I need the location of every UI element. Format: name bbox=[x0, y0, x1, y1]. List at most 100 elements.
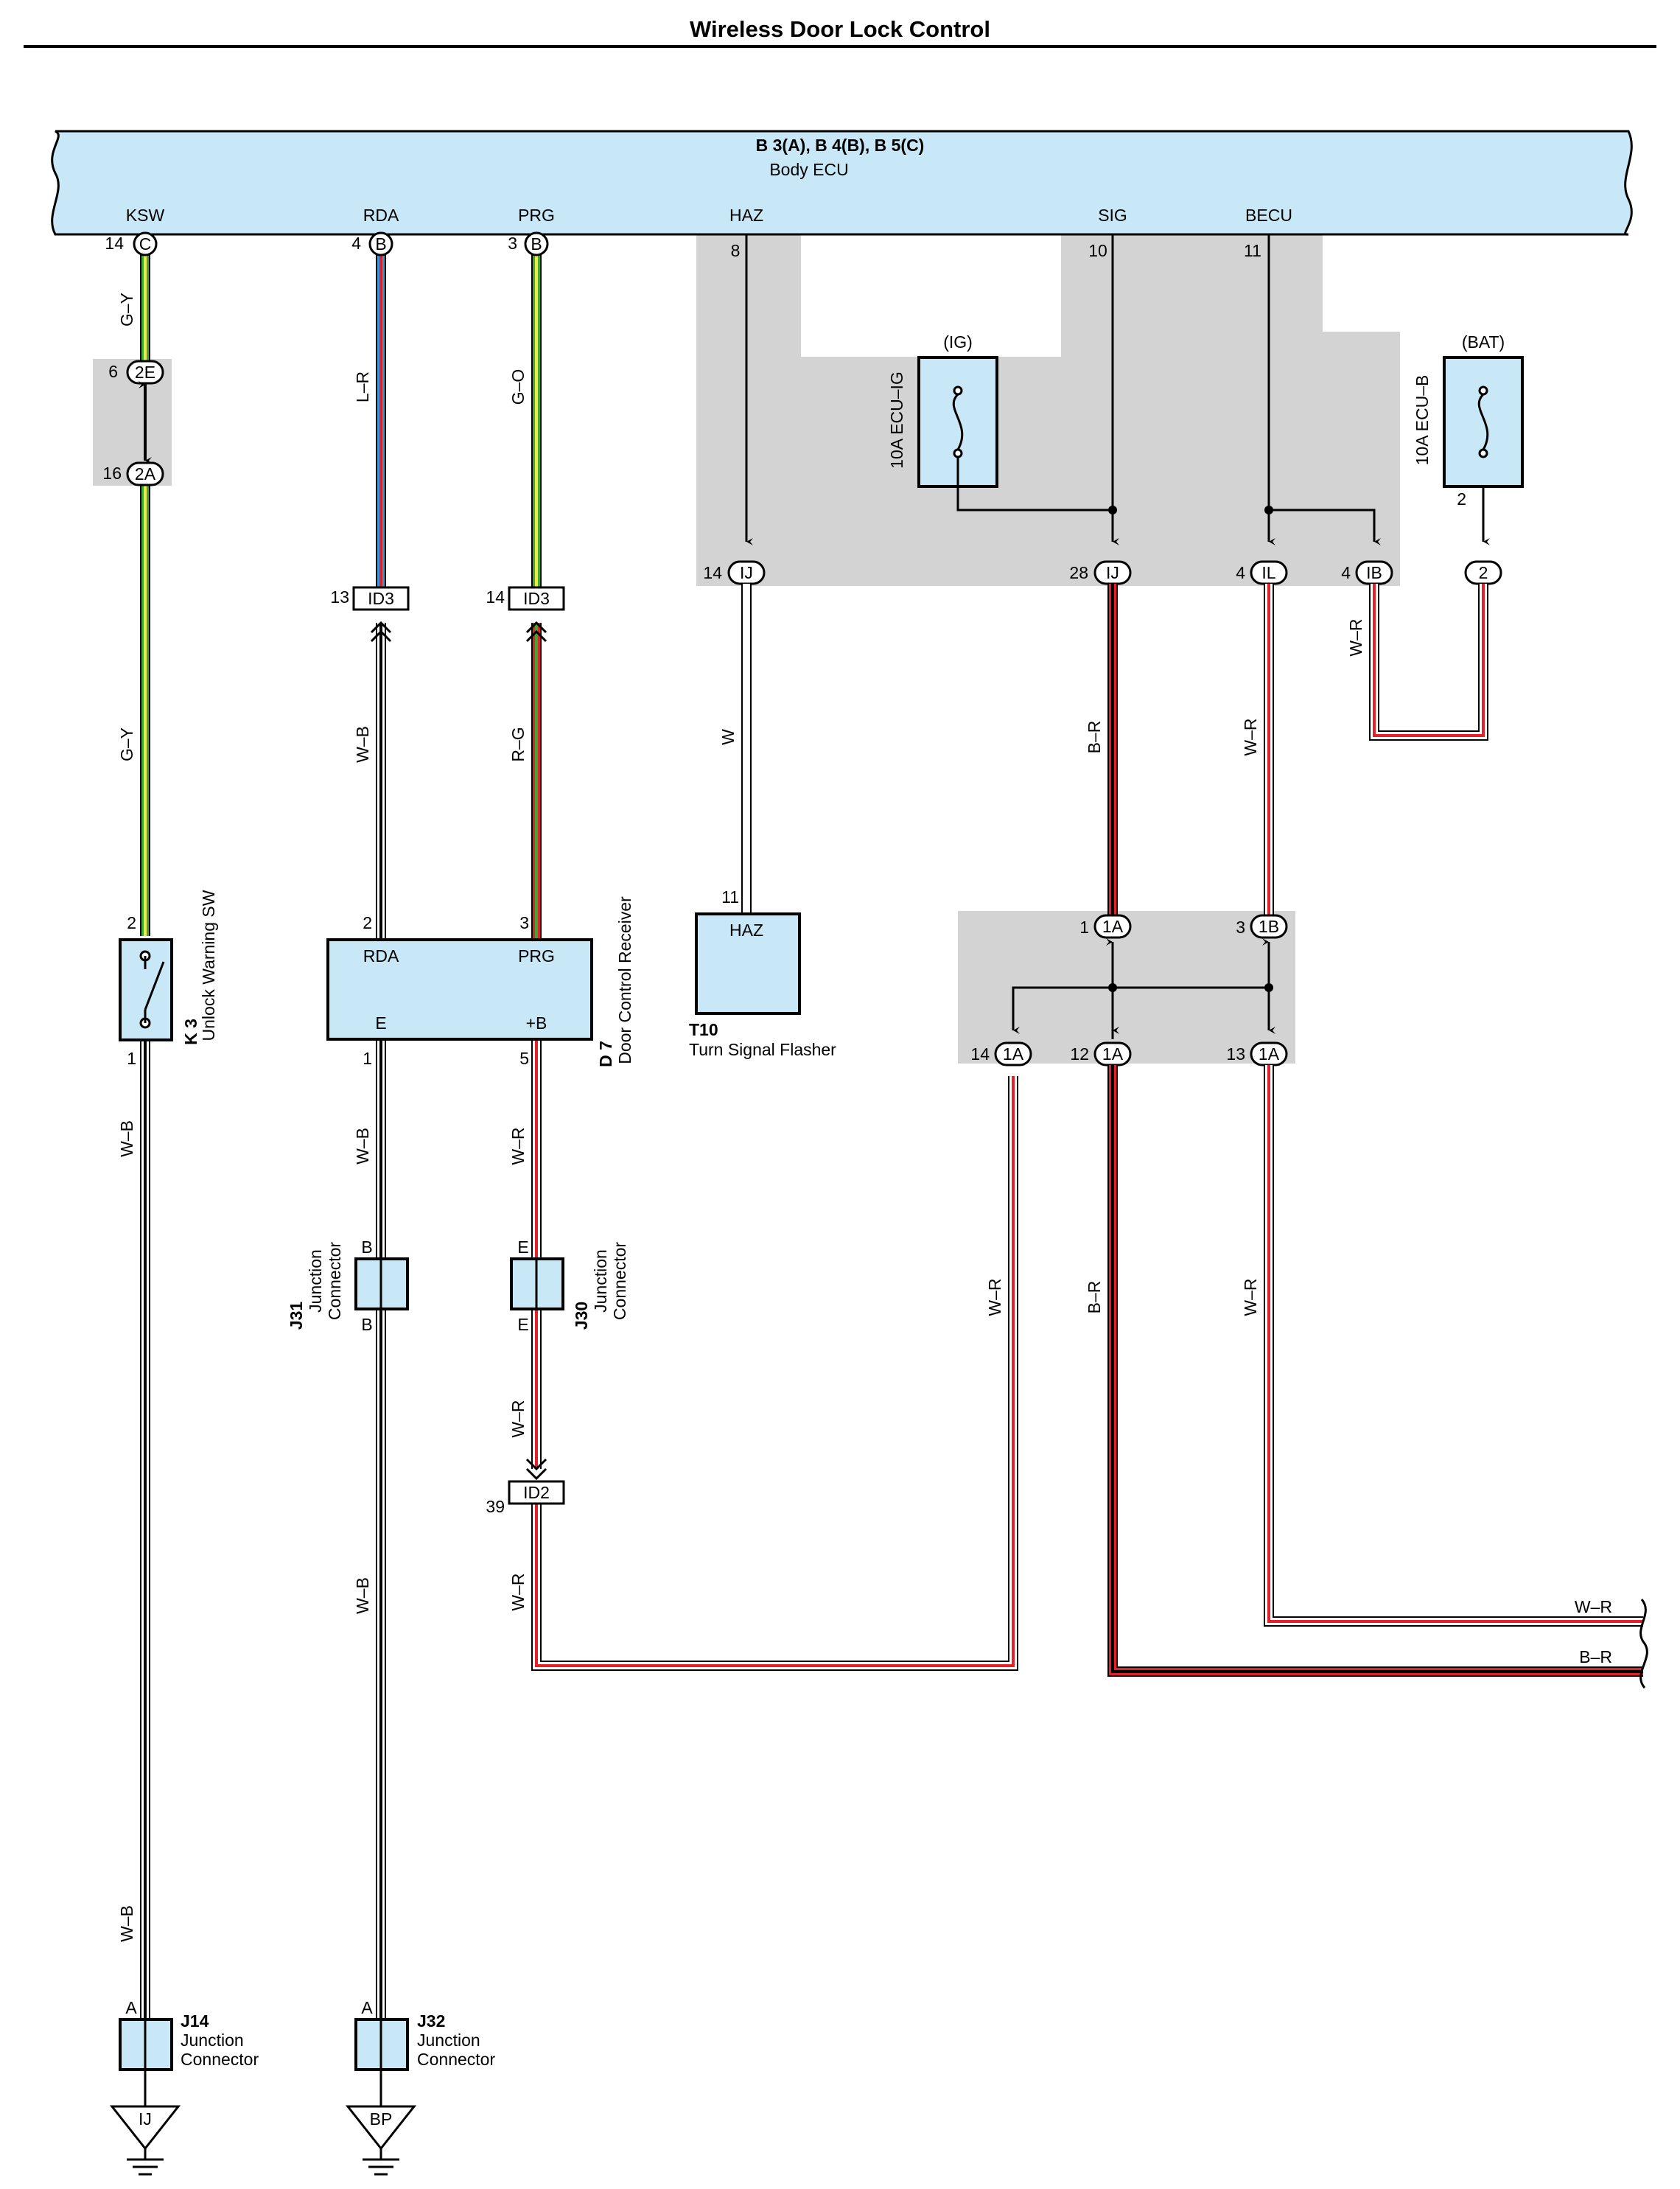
pin-14-ij: 14 bbox=[703, 563, 722, 582]
pin-2-bat: 2 bbox=[1457, 489, 1466, 509]
pin-14-id3: 14 bbox=[486, 587, 505, 607]
wire-label-g-o: G–O bbox=[508, 369, 528, 405]
pin-8: 8 bbox=[731, 241, 741, 260]
j14-name-2: Connector bbox=[181, 2050, 259, 2069]
bat-fuse-name: 10A ECU–B bbox=[1413, 375, 1432, 466]
connector-1a-14 bbox=[994, 1041, 1032, 1066]
wire-label-w-b: W–B bbox=[117, 1120, 136, 1157]
connector-2a-label: 2A bbox=[135, 464, 156, 483]
pin-a-j32: A bbox=[361, 1998, 373, 2017]
ground-bp-symbol bbox=[345, 2105, 417, 2151]
pin-2-d7: 2 bbox=[363, 913, 372, 932]
connector-1a-14-label: 1A bbox=[1003, 1044, 1024, 1064]
k3-id: K 3 bbox=[181, 1019, 200, 1045]
connector-ib-label: IB bbox=[1366, 563, 1382, 582]
bat-fuse-box bbox=[1443, 356, 1524, 488]
terminal-sig: SIG bbox=[1098, 206, 1127, 225]
body-ecu: B 3(A), B 4(B), B 5(C) Body ECU KSW RDA … bbox=[51, 130, 1633, 236]
terminal-becu: BECU bbox=[1245, 206, 1292, 225]
rda-circuit: 4 B L–R 13 ID3 W–B 2 1 W–B B B J31 Junct… bbox=[287, 231, 495, 2176]
pin-6: 6 bbox=[108, 362, 118, 381]
j30-name-1: Junction bbox=[591, 1249, 610, 1313]
connector-2-label: 2 bbox=[1479, 563, 1488, 582]
t10-id: T10 bbox=[689, 1020, 718, 1039]
pin-b-j31-top: B bbox=[361, 1237, 372, 1257]
bat-fuse-label: (BAT) bbox=[1462, 332, 1505, 352]
d7-rda: RDA bbox=[363, 946, 399, 966]
connector-1a-top bbox=[1093, 914, 1132, 939]
pin-10: 10 bbox=[1088, 241, 1107, 260]
j32-name-2: Connector bbox=[417, 2050, 495, 2069]
wire-label-b-r: B–R bbox=[1085, 721, 1104, 754]
wire-label-r-g: R–G bbox=[508, 727, 528, 761]
t10-name: Turn Signal Flasher bbox=[689, 1040, 836, 1059]
pin-4-ib: 4 bbox=[1341, 563, 1351, 582]
wire-label-w-r-14: W–R bbox=[985, 1278, 1004, 1316]
connector-id3-prg-label: ID3 bbox=[523, 589, 550, 608]
wire-label-g-y-2: G–Y bbox=[117, 727, 136, 761]
haz-circuit: 8 14 IJ W 11 HAZ T10 Turn Signal Flasher bbox=[689, 234, 836, 1059]
pin-3-b: 3 bbox=[508, 234, 517, 253]
terminal-rda: RDA bbox=[363, 206, 399, 225]
pin-3-d7: 3 bbox=[519, 913, 529, 932]
j30-name-2: Connector bbox=[610, 1242, 629, 1320]
prg-circuit: 3 B G–O 14 ID3 R–G 3 5 W–R E E J30 Junct… bbox=[486, 231, 1018, 1671]
ksw-circuit: 14 C G–Y 6 2E 16 2A G–Y 2 1 K 3 Unlock W… bbox=[102, 231, 259, 2176]
wire-label-w-b-rda: W–B bbox=[353, 726, 372, 763]
pin-11-becu: 11 bbox=[1244, 241, 1261, 260]
pin-1-d7: 1 bbox=[363, 1049, 372, 1068]
d7-e: E bbox=[375, 1013, 386, 1033]
pin-2-k3: 2 bbox=[127, 913, 136, 932]
connector-1a-12-label: 1A bbox=[1102, 1044, 1124, 1064]
wire-label-w-r-out: W–R bbox=[1575, 1597, 1612, 1616]
d7-plus-b: +B bbox=[526, 1013, 547, 1033]
connector-b-prg-label: B bbox=[531, 234, 542, 254]
d7-door-control-receiver: RDA PRG E +B D 7 Door Control Receiver bbox=[326, 896, 634, 1067]
pin-1-1a: 1 bbox=[1079, 918, 1089, 937]
connector-ij-label: IJ bbox=[740, 563, 753, 582]
connector-2a bbox=[126, 461, 164, 486]
connector-id2 bbox=[508, 1480, 565, 1505]
j14-id: J14 bbox=[181, 2011, 209, 2031]
connector-id3-rda bbox=[352, 586, 410, 611]
wire-label-w-r-13: W–R bbox=[1241, 1278, 1260, 1316]
terminal-ksw: KSW bbox=[126, 206, 165, 225]
ig-fuse-label: (IG) bbox=[943, 332, 973, 352]
pin-12-1a: 12 bbox=[1070, 1044, 1089, 1064]
connector-1b-label: 1B bbox=[1259, 917, 1279, 936]
connector-id3-prg bbox=[508, 586, 565, 611]
wire-label-w-b-rda-3: W–B bbox=[353, 1577, 372, 1614]
connector-b-rda bbox=[368, 231, 393, 256]
ig-fuse-name: 10A ECU–IG bbox=[887, 371, 906, 469]
wire-label-w: W bbox=[718, 729, 738, 745]
connector-il-label: IL bbox=[1261, 563, 1275, 582]
wire-label-g-y: G–Y bbox=[117, 293, 136, 327]
fuse-icon bbox=[952, 393, 964, 450]
body-ecu-box bbox=[51, 130, 1633, 236]
wire-label-w-r-ib: W–R bbox=[1346, 618, 1365, 656]
pin-14-1a: 14 bbox=[970, 1044, 990, 1064]
ground-ij-symbol bbox=[109, 2105, 181, 2151]
pin-1-k3: 1 bbox=[127, 1049, 136, 1068]
ig-fuse-circuit: (IG) 10A ECU–IG 10 28 IJ bbox=[887, 234, 1132, 585]
terminal-prg: PRG bbox=[518, 206, 555, 225]
pin-11: 11 bbox=[721, 887, 739, 907]
ecu-connectors-label: B 3(A), B 4(B), B 5(C) bbox=[756, 136, 925, 155]
fuse-icon-bat bbox=[1477, 393, 1489, 450]
ecu-name: Body ECU bbox=[769, 160, 848, 179]
connector-ij-sig-label: IJ bbox=[1106, 563, 1119, 582]
j14-name-1: Junction bbox=[181, 2031, 244, 2050]
wire-label-b-r-12: B–R bbox=[1085, 1281, 1104, 1314]
ground-bp-label: BP bbox=[370, 2109, 393, 2129]
pin-e-j30-bottom: E bbox=[517, 1315, 528, 1334]
ground-ij-label: IJ bbox=[139, 2109, 152, 2129]
j31-id: J31 bbox=[287, 1302, 306, 1330]
pin-16: 16 bbox=[102, 464, 122, 483]
wire-label-l-r: L–R bbox=[353, 371, 372, 402]
page-title: Wireless Door Lock Control bbox=[690, 16, 990, 42]
connector-b-rda-label: B bbox=[375, 234, 386, 254]
connector-id2-label: ID2 bbox=[523, 1483, 550, 1502]
pin-5-d7: 5 bbox=[519, 1049, 529, 1068]
j31-name-1: Junction bbox=[306, 1249, 325, 1313]
